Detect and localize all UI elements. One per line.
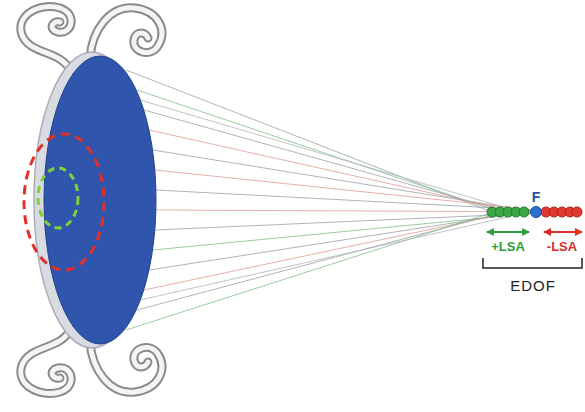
minus-lsa-label: -LSA <box>547 240 577 253</box>
focus-points <box>487 207 582 218</box>
plus-lsa-arrow <box>487 231 529 233</box>
haptic <box>21 7 162 394</box>
plus-lsa-label: +LSA <box>491 240 525 253</box>
edof-label: EDOF <box>510 278 556 293</box>
lens-optic <box>24 52 156 348</box>
edof-bracket <box>483 258 582 268</box>
minus-lsa-arrow <box>544 231 582 233</box>
focus-label: F <box>532 190 541 204</box>
light-rays <box>126 70 580 330</box>
